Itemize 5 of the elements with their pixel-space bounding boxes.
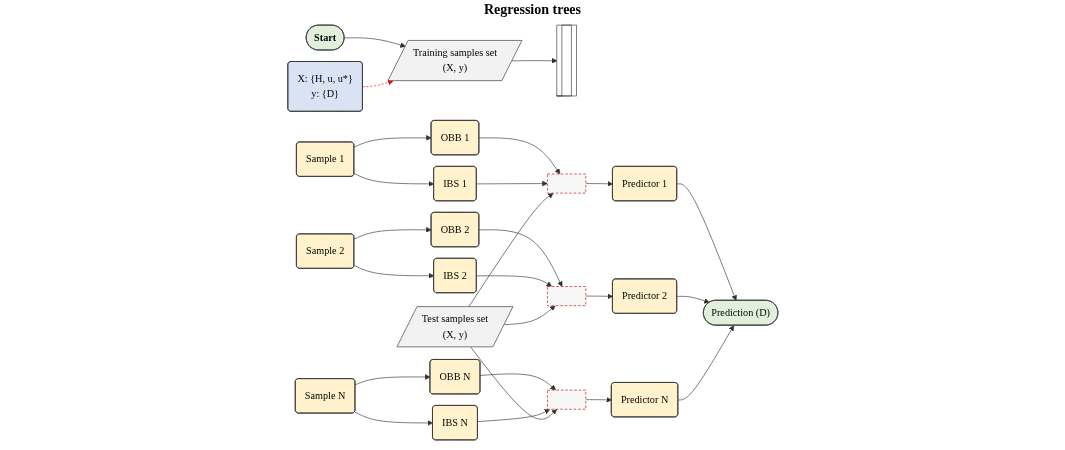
heading-label: Regression trees bbox=[483, 2, 582, 17]
node-bracket bbox=[556, 24, 577, 97]
node-box bbox=[546, 389, 586, 410]
node-box bbox=[546, 173, 586, 194]
node-box bbox=[546, 286, 586, 306]
